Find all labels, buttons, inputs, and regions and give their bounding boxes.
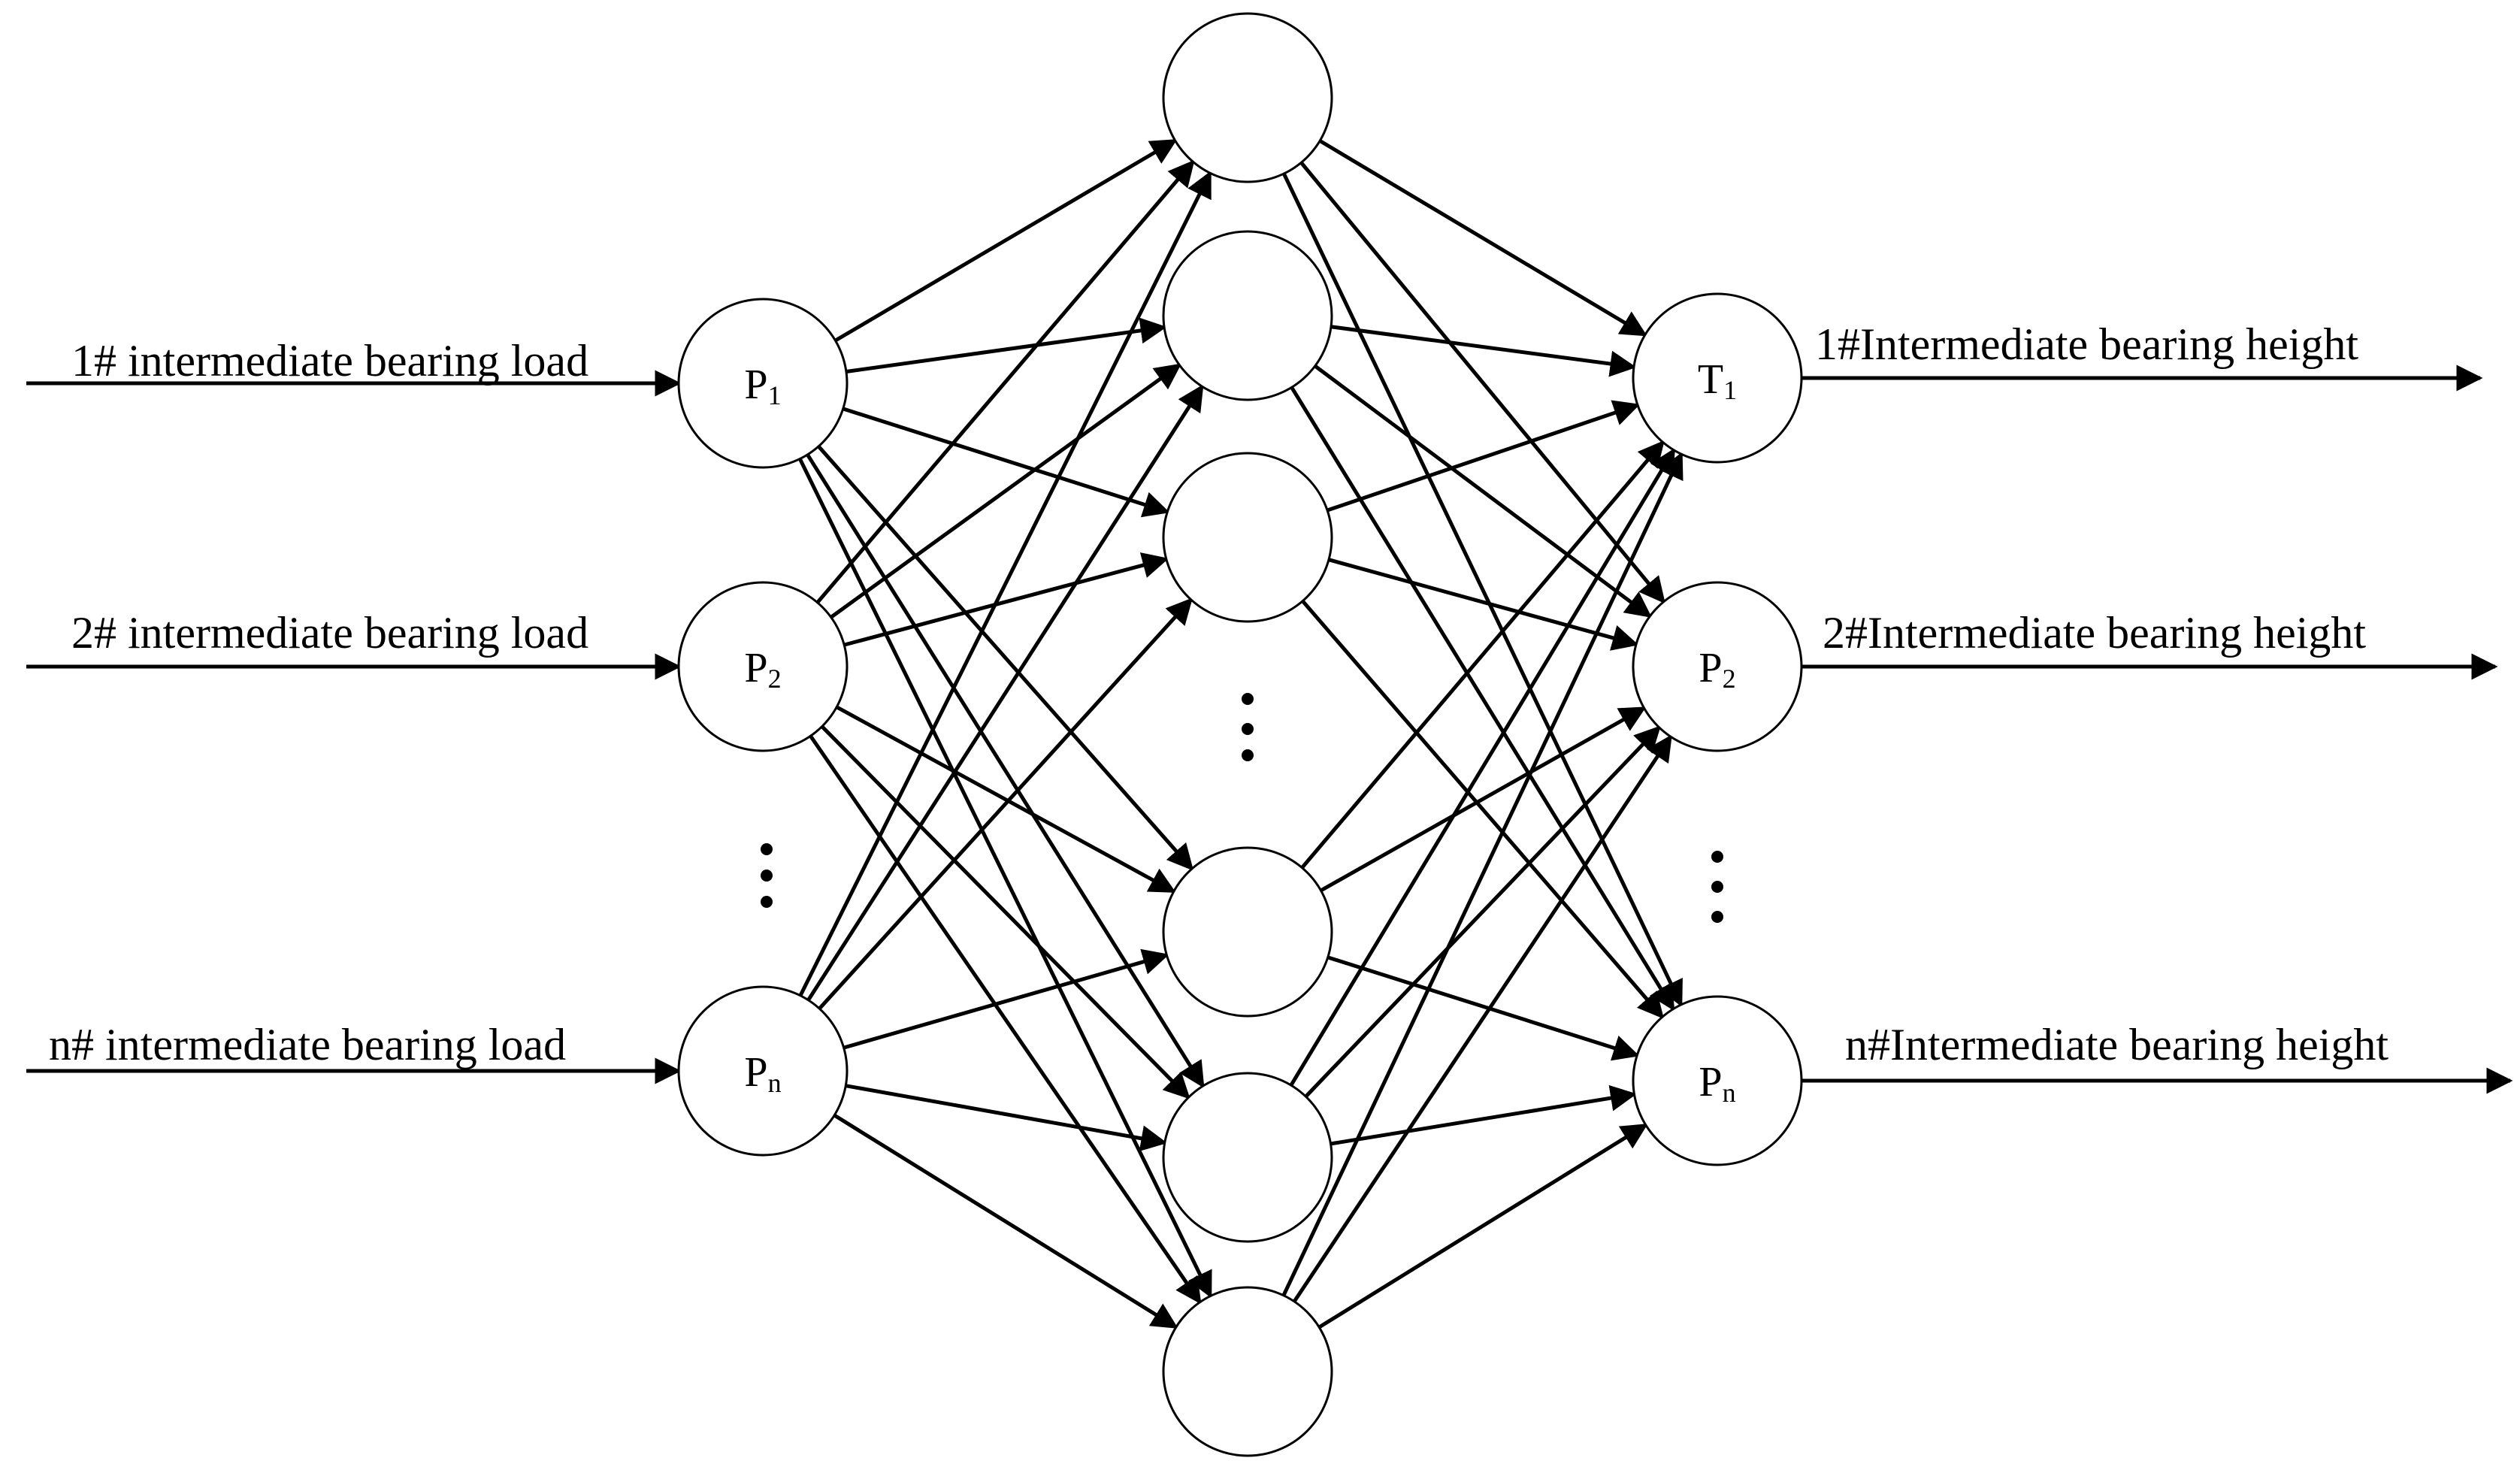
svg-text:P2: P2 xyxy=(744,645,781,694)
hidden-ellipsis xyxy=(1242,693,1254,761)
input-node-2: P2 xyxy=(677,581,849,752)
edge-input-2-hidden-6 xyxy=(809,734,1202,1305)
edge-input-1-hidden-4 xyxy=(817,445,1194,871)
edge-hidden-4-output-1 xyxy=(1300,440,1665,870)
input-label-1: 1# intermediate bearing load xyxy=(71,336,588,386)
edge-hidden-6-output-2 xyxy=(1293,734,1672,1303)
edge-input-2-hidden-4 xyxy=(836,705,1176,894)
input-layer: P1 P2 Pn xyxy=(677,298,849,1157)
edge-input-3-hidden-4 xyxy=(843,948,1169,1050)
io-lines xyxy=(26,364,2513,1094)
edge-input-1-hidden-6 xyxy=(798,458,1212,1299)
hidden-node-2 xyxy=(1162,230,1333,401)
input-node-n-sub: n xyxy=(768,1068,782,1098)
edge-hidden-5-output-2 xyxy=(1304,725,1661,1098)
svg-text:P2: P2 xyxy=(1699,645,1735,694)
svg-text:Pn: Pn xyxy=(744,1049,781,1098)
hidden-node-5 xyxy=(1162,1072,1333,1243)
output-node-1-letter: T xyxy=(1698,356,1723,403)
output-node-n: Pn xyxy=(1632,995,1803,1166)
edge-input-2-hidden-3 xyxy=(843,552,1169,647)
input-label-n: n# intermediate bearing load xyxy=(49,1020,566,1069)
input-node-1: P1 xyxy=(677,298,849,469)
output-label-n: n#Intermediate bearing height xyxy=(1845,1020,2388,1069)
output-label-2: 2#Intermediate bearing height xyxy=(1823,608,2366,658)
edge-hidden-1-output-2 xyxy=(1299,161,1665,604)
hidden-node-3 xyxy=(1162,452,1333,623)
edge-hidden-3-output-2 xyxy=(1328,558,1639,651)
edge-input-2-hidden-2 xyxy=(830,363,1182,619)
edge-input-2-hidden-5 xyxy=(820,724,1190,1099)
edge-input-3-hidden-3 xyxy=(818,597,1193,1010)
edge-hidden-5-output-1 xyxy=(1289,447,1676,1087)
input-ellipsis xyxy=(761,843,773,908)
output-ellipsis xyxy=(1711,851,1723,923)
edge-hidden-3-output-1 xyxy=(1327,400,1641,513)
edge-hidden-3-output-3 xyxy=(1301,600,1665,1019)
edge-input-1-hidden-3 xyxy=(842,407,1170,518)
svg-text:T1: T1 xyxy=(1698,356,1737,405)
input-node-n: Pn xyxy=(677,985,849,1157)
edge-hidden-6-output-1 xyxy=(1281,452,1684,1296)
svg-text:Pn: Pn xyxy=(1699,1059,1735,1108)
hidden-layer xyxy=(1162,12,1333,1457)
edge-hidden-4-output-2 xyxy=(1320,706,1647,893)
edge-hidden-2-output-2 xyxy=(1314,364,1653,619)
edge-hidden-2-output-1 xyxy=(1330,325,1637,377)
hidden-node-1 xyxy=(1162,12,1333,183)
input-node-2-sub: 2 xyxy=(768,664,782,694)
input-node-n-letter: P xyxy=(744,1049,767,1096)
hidden-node-6 xyxy=(1162,1286,1333,1457)
output-node-2-sub: 2 xyxy=(1723,664,1736,694)
edge-input-3-hidden-6 xyxy=(833,1113,1178,1329)
output-layer: T1 P2 Pn xyxy=(1632,292,1803,1166)
connection-edges xyxy=(798,138,1684,1329)
output-node-2: P2 xyxy=(1632,581,1803,752)
edge-input-3-hidden-2 xyxy=(806,384,1204,1002)
output-node-1-sub: 1 xyxy=(1723,375,1737,405)
edge-hidden-4-output-3 xyxy=(1327,955,1640,1061)
edge-hidden-5-output-3 xyxy=(1330,1084,1637,1146)
hidden-node-4 xyxy=(1162,846,1333,1018)
output-node-n-letter: P xyxy=(1699,1059,1722,1105)
edge-input-1-hidden-1 xyxy=(834,138,1178,343)
edge-hidden-1-output-1 xyxy=(1318,139,1647,337)
edge-hidden-2-output-3 xyxy=(1290,386,1675,1012)
edge-input-3-hidden-1 xyxy=(798,171,1212,997)
output-node-2-letter: P xyxy=(1699,645,1722,691)
edge-input-1-hidden-2 xyxy=(846,317,1167,374)
edge-hidden-6-output-3 xyxy=(1317,1123,1648,1329)
edge-hidden-1-output-3 xyxy=(1282,172,1683,1008)
edge-input-3-hidden-5 xyxy=(845,1084,1168,1152)
input-node-2-letter: P xyxy=(744,645,767,691)
svg-text:P1: P1 xyxy=(744,361,781,410)
input-node-1-sub: 1 xyxy=(768,380,782,410)
input-node-1-letter: P xyxy=(744,361,767,408)
output-label-1: 1#Intermediate bearing height xyxy=(1815,319,2358,369)
edge-input-2-hidden-1 xyxy=(815,159,1195,604)
output-node-1: T1 xyxy=(1632,292,1803,464)
edge-input-1-hidden-5 xyxy=(806,453,1205,1089)
output-node-n-sub: n xyxy=(1723,1078,1736,1108)
input-label-2: 2# intermediate bearing load xyxy=(71,608,588,658)
